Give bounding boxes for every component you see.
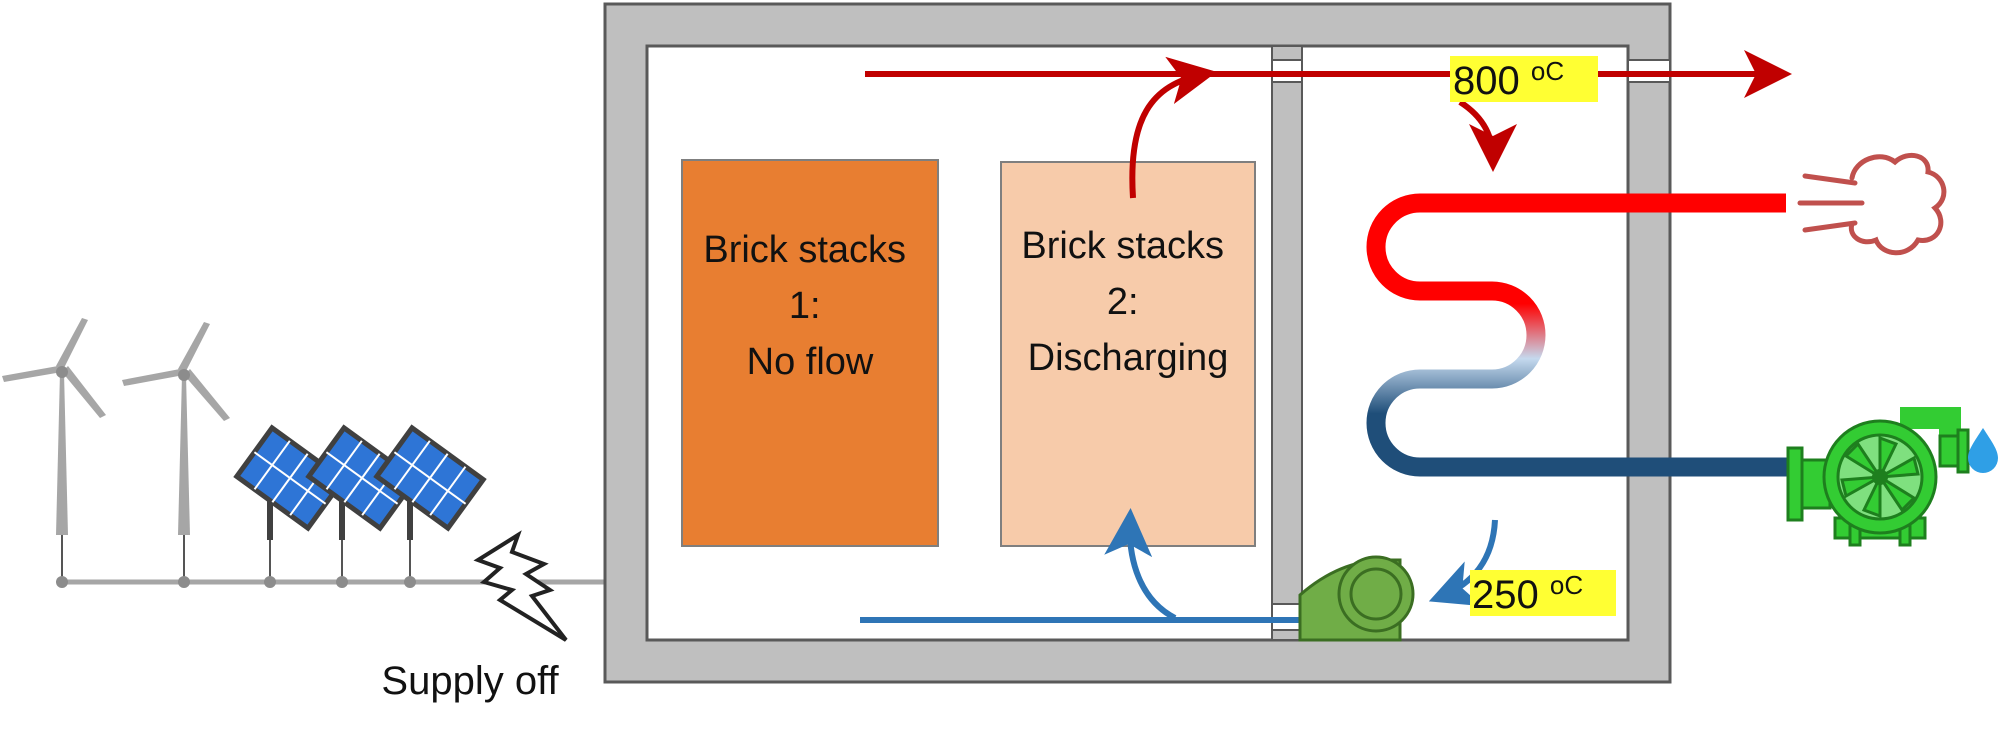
- solar-panel-icon: [233, 424, 347, 588]
- brick-stack-2: Brick stacks 2: Discharging: [1000, 161, 1256, 547]
- brick-stack-1: Brick stacks 1: No flow: [681, 159, 939, 547]
- solar-panel-icon: [305, 424, 419, 588]
- hot-temperature-unit: oC: [1531, 56, 1564, 86]
- hot-air-down-arrow: [1458, 99, 1517, 172]
- heat-exchanger-coil: [1366, 193, 1790, 477]
- wind-turbine-icon: [122, 322, 230, 588]
- cold-air-up-arrow: [1104, 508, 1177, 621]
- brick-stack-1-status: No flow: [747, 341, 874, 383]
- cold-temperature-label: 250 oC: [1470, 570, 1616, 617]
- solar-panel-icon: [373, 424, 487, 588]
- hot-temperature-highlight: [1450, 56, 1598, 102]
- brick-stack-2-title: Brick stacks: [1021, 225, 1224, 267]
- brick-stack-1-title: Brick stacks: [703, 229, 906, 271]
- wind-turbine-icon: [2, 318, 106, 588]
- svg-text:Brick stacks 1: No: Brick stacks 1: No flow: [703, 229, 916, 383]
- supply-status-label: Supply off: [381, 659, 559, 703]
- steam-icon: [1797, 152, 1947, 256]
- inner-partition: [1271, 45, 1303, 641]
- water-pump-icon: [1786, 407, 1970, 547]
- renewable-supply: Supply off: [2, 318, 605, 703]
- cold-air-flow: [860, 508, 1498, 623]
- hot-temperature-value: 800: [1453, 59, 1520, 103]
- fan-blower-icon: [1298, 555, 1415, 642]
- svg-text:250 oC: 250 oC: [1472, 570, 1583, 617]
- svg-text:Brick stacks 2: Di: Brick stacks 2: Discharging: [1021, 225, 1234, 379]
- cold-temperature-value: 250: [1472, 573, 1539, 617]
- hot-temperature-label: 800 oC: [1450, 56, 1598, 103]
- cold-temperature-highlight: [1470, 570, 1616, 616]
- brick-stack-2-status: Discharging: [1028, 337, 1229, 379]
- svg-text:800 oC: 800 oC: [1453, 56, 1564, 103]
- brick-stack-1-number: 1:: [789, 285, 821, 327]
- hot-air-riser: [1129, 56, 1217, 199]
- lightning-icon: [473, 530, 568, 642]
- hot-air-flow: [865, 50, 1792, 199]
- brick-stack-2-number: 2:: [1107, 281, 1139, 323]
- cold-air-down-arrow: [1428, 519, 1498, 607]
- water-drop-icon: [1968, 428, 1998, 473]
- cold-temperature-unit: oC: [1550, 570, 1583, 600]
